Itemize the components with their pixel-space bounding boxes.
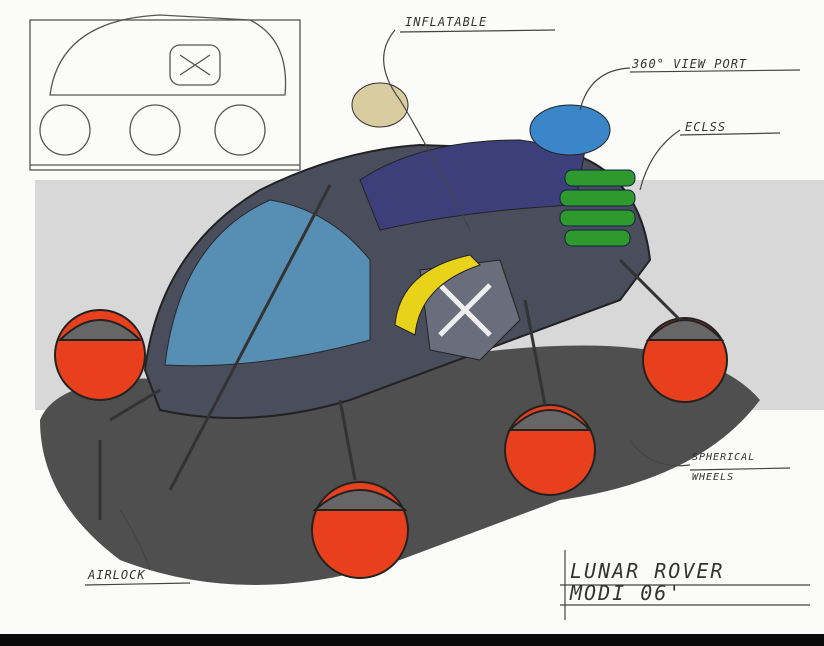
eclss-modules — [559, 169, 636, 247]
bottom-bar — [0, 634, 824, 646]
suspension-struts — [98, 184, 682, 520]
thumbnail-sketch — [29, 14, 301, 171]
label-airlock: AIRLOCK — [88, 568, 146, 582]
title-line-1: LUNAR ROVER — [570, 559, 725, 583]
label-spherical: SPHERICAL — [692, 452, 756, 463]
title-line-2: MODI 06' — [570, 581, 683, 605]
antenna-dish — [351, 82, 409, 128]
sketch-title: LUNAR ROVER MODI 06' — [570, 560, 724, 604]
label-eclss: ECLSS — [685, 120, 727, 134]
spherical-wheels — [54, 309, 728, 579]
viewport-dome — [529, 104, 611, 156]
canopy — [164, 199, 371, 367]
airlock-hatch — [419, 259, 521, 361]
inflatable-yellow — [394, 254, 481, 336]
leader-lines — [84, 29, 810, 620]
label-viewport: 360° VIEW PORT — [632, 57, 748, 71]
label-inflatable: INFLATABLE — [405, 15, 488, 29]
label-wheels: WHEELS — [692, 472, 735, 483]
